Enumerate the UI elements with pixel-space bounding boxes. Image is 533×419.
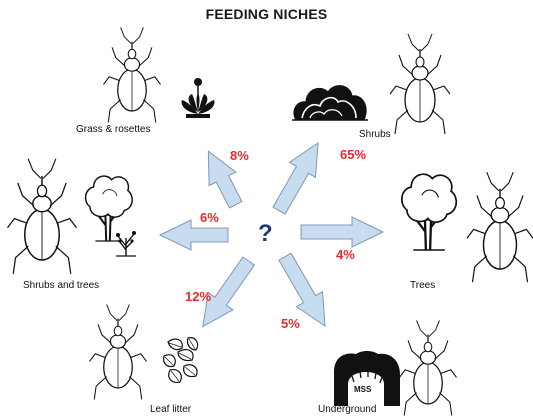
tree-icon-left [86,176,133,241]
arrow-trees [301,217,383,247]
tree-icon-right [402,174,456,250]
beetle-shrubs-icon [390,34,450,134]
beetle-grass-icon [104,27,161,122]
leaf-litter-icon [164,338,198,383]
percent-shrubs-trees: 6% [200,210,219,225]
percent-leaf-litter: 12% [185,289,211,304]
shrub-icon [292,86,368,120]
rosette-icon [182,78,215,118]
niche-label-grass: Grass & rosettes [76,124,150,135]
cave-mss-icon [334,351,400,406]
beetle-leaf-litter-icon [90,304,147,399]
mss-label: MSS [354,385,371,394]
percent-grass: 8% [230,148,249,163]
beetle-shrubs-trees-icon [8,159,77,274]
niche-label-underground: Underground [318,404,376,415]
niche-label-leaf-litter: Leaf litter [150,404,191,415]
niche-label-trees: Trees [410,280,435,291]
beetle-trees-icon [467,172,533,282]
small-shrub-icon [116,231,136,256]
beetle-underground-icon [400,320,457,415]
center-question-mark: ? [258,220,273,248]
percent-shrubs: 65% [340,147,366,162]
percent-trees: 4% [336,247,355,262]
arrow-shrubs [266,136,331,219]
niche-label-shrubs-trees: Shrubs and trees [23,280,99,291]
niche-label-shrubs: Shrubs [359,129,391,140]
percent-underground: 5% [281,316,300,331]
